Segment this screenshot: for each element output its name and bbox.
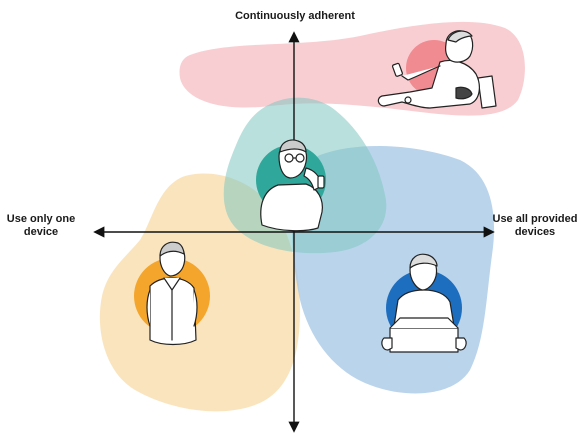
x-axis-right-label-line1: Use all provided <box>492 213 578 225</box>
person-holding-box-icon <box>381 253 467 353</box>
x-axis-left-label-line1: Use only one <box>6 213 76 225</box>
x-axis-right-label: Use all provided devices <box>488 213 582 239</box>
x-axis-left-label: Use only one device <box>0 213 82 239</box>
person-in-shirt-icon <box>134 241 210 346</box>
person-with-glasses-and-phone-icon <box>256 139 326 232</box>
person-using-blood-pressure-monitor-icon <box>377 30 497 109</box>
x-axis-left-label-line2: device <box>23 226 59 238</box>
x-axis-right-label-line2: devices <box>514 226 556 238</box>
y-axis-top-label: Continuously adherent <box>235 10 355 22</box>
